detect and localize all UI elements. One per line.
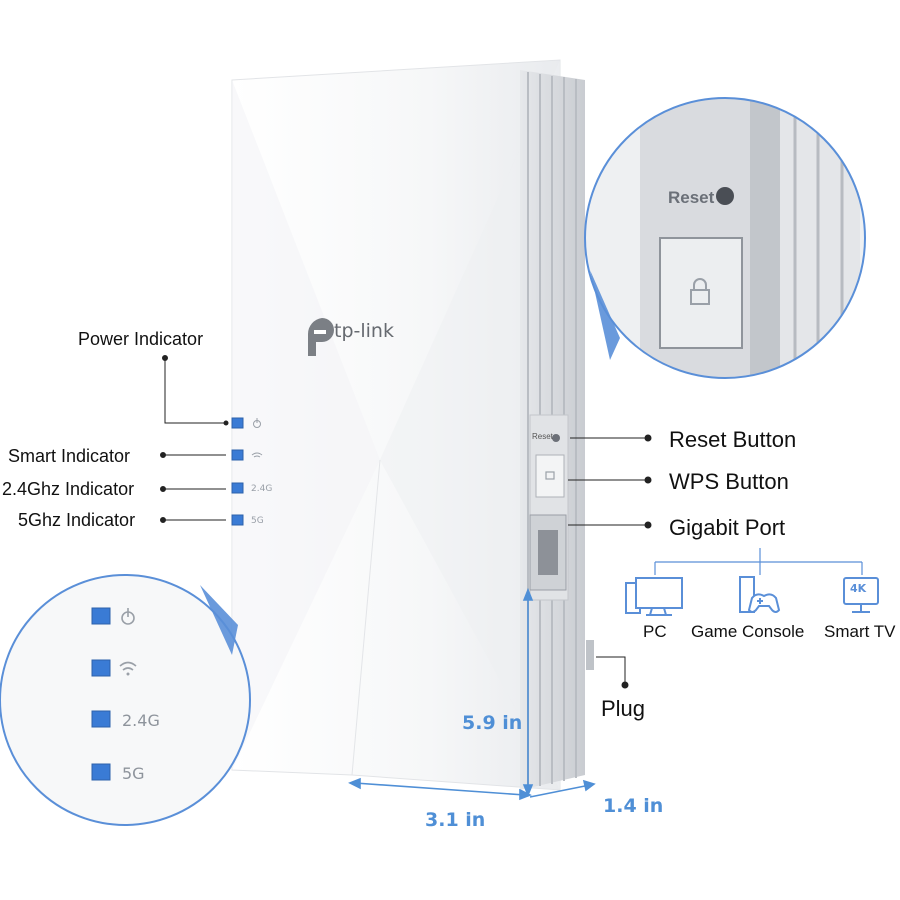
wps-button-shape — [535, 454, 565, 498]
reset-button-label: Reset Button — [669, 427, 797, 452]
device-connection-tree — [654, 548, 863, 575]
tp-link-logo-mark — [307, 318, 334, 356]
ghz5-indicator-label: 5Ghz Indicator — [18, 510, 136, 530]
ghz24-indicator-label: 2.4Ghz Indicator — [2, 479, 135, 499]
side-fins — [520, 70, 594, 790]
smart-indicator-label: Smart Indicator — [8, 446, 131, 466]
reset-hole — [552, 434, 560, 442]
led-band5-text: 5G — [251, 516, 264, 526]
wps-button-label: WPS Button — [669, 469, 789, 494]
device-leds — [231, 417, 263, 526]
extender-body — [231, 59, 561, 791]
zoom-band24-text: 2.4G — [122, 711, 160, 730]
dimension-height: 5.9 in — [462, 712, 523, 734]
tv-4k-badge: 4K — [850, 582, 867, 595]
indicator-leaders — [160, 355, 229, 523]
pc-icon — [625, 577, 683, 616]
zoom-leds — [0, 574, 251, 826]
zoom-reset-wps — [584, 97, 866, 379]
game-console-icon — [739, 576, 781, 613]
zoom-band5-text: 5G — [122, 764, 145, 783]
port-leaders — [568, 434, 652, 689]
device-label-smart-tv: Smart TV — [824, 622, 896, 641]
device-label-game-console: Game Console — [691, 622, 805, 641]
dimension-arrows — [348, 587, 596, 801]
dimension-depth: 1.4 in — [603, 795, 664, 817]
power-indicator-label: Power Indicator — [78, 329, 204, 349]
gigabit-port-label: Gigabit Port — [669, 515, 786, 540]
dimension-width: 3.1 in — [425, 809, 486, 831]
tp-link-logo-text: tp-link — [334, 320, 394, 342]
smart-tv-icon — [843, 577, 879, 613]
reset-tag: Reset — [668, 188, 715, 207]
device-label-pc: PC — [643, 622, 667, 641]
plug-label: Plug — [601, 696, 646, 721]
reset-tag-small: Reset — [532, 432, 553, 441]
led-band24-text: 2.4G — [251, 484, 273, 494]
zoom-wps-button — [659, 237, 743, 349]
plug-prong — [586, 640, 594, 670]
